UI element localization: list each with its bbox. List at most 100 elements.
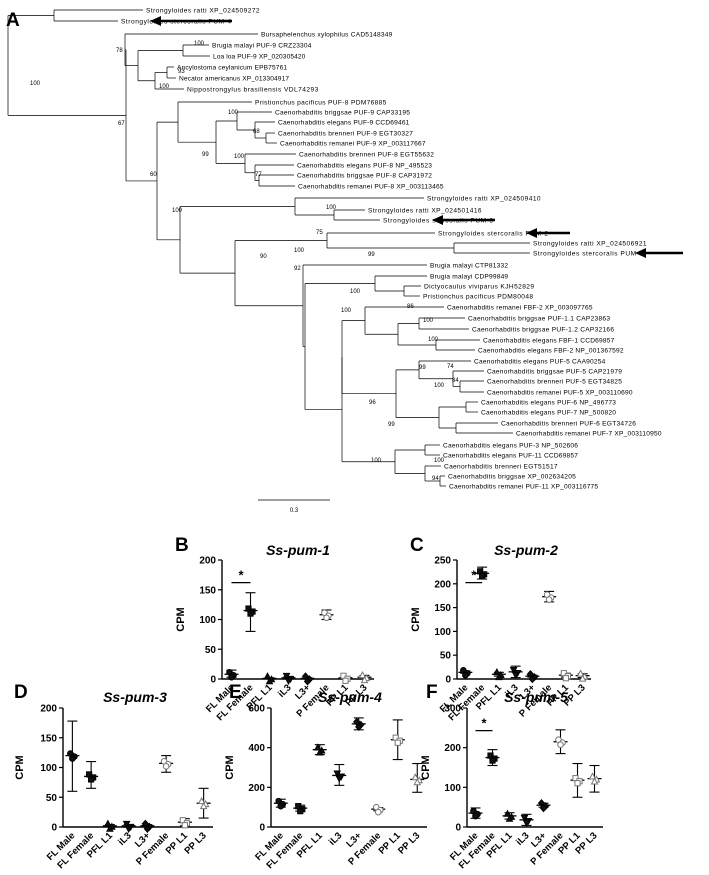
bootstrap-value: 74 [447,364,454,370]
triangle-down-marker [284,677,293,686]
tree-taxon-label: Caenorhabditis remanei FBF-2 XP_00309776… [447,304,593,311]
x-tick-label: iL3 [276,682,293,699]
data-point [587,764,602,793]
bootstrap-value: 100 [194,41,205,47]
tree-taxon-label: Strongyloides ratti XP_024501416 [368,207,482,214]
significance-star: * [481,716,487,731]
data-point [542,590,557,603]
tree-taxon-label: Caenorhabditis remanei PUF-9 XP_00311766… [280,140,426,147]
data-point [140,819,155,833]
square-marker [479,573,486,580]
triangle-marker [493,667,501,676]
triangle-marker [106,824,114,832]
tree-taxon-label: Caenorhabditis brenneri EGT51517 [444,463,558,470]
y-tick-label: 200 [199,556,216,567]
bootstrap-value: 100 [30,81,41,87]
bootstrap-value: 100 [341,308,352,314]
x-tick-label: PP L3 [396,830,422,856]
data-point [357,670,372,684]
tree-taxon-label: Caenorhabditis remanei PUF-5 XP_00311069… [487,389,633,396]
bootstrap-value: 100 [423,318,434,324]
data-point [575,669,590,682]
tree-taxon-label: Caenorhabditis briggsae PUF-1.1 CAP23863 [468,315,610,322]
tree-taxon-label: Strongyloides stercoralis PUM-2 [438,230,548,237]
open-square-marker [574,780,581,787]
triangle-marker [315,748,324,756]
tree-taxon-label: Strongyloides ratti XP_024509272 [146,7,260,14]
y-tick-label: 50 [46,793,58,804]
tree-taxon-label: Caenorhabditis remanei PUF-7 XP_00311095… [516,430,662,437]
open-triangle-marker [588,772,597,780]
tree-taxon-label: Pristionchus pacificus PUF-8 PDM76885 [255,99,387,106]
open-triangle-marker [360,675,369,684]
chart-title: Ss-pum-5 [504,689,568,705]
y-tick-label: 50 [205,645,217,656]
data-point [312,743,327,756]
diamond-marker [539,804,548,813]
triangle-down-marker [511,671,520,680]
triangle-marker [503,809,512,817]
y-tick-label: 0 [259,823,265,834]
significance-star: * [238,568,244,583]
tree-taxon-label: Caenorhabditis remanei PUF-11 XP_0031167… [449,483,598,490]
bootstrap-value: 100 [294,248,305,254]
triangle-down-marker [335,775,344,783]
open-square-marker [181,822,188,829]
y-axis-label: CPM [410,607,422,631]
arrow-icon [526,228,537,238]
data-point [273,797,288,810]
tree-taxon-label: Necator americanus XP_013304917 [179,75,289,82]
y-axis-label: CPM [175,607,187,631]
data-point [468,807,483,820]
tree-taxon-label: Caenorhabditis elegans FBF-1 CCD69857 [483,337,615,344]
data-point [351,717,366,732]
x-tick-label: iL3 [116,830,133,847]
y-tick-label: 0 [51,823,57,834]
bootstrap-value: 93 [178,69,185,75]
tree-taxon-label: Strongyloides stercoralis PUM-1 [533,250,643,257]
bootstrap-value: 100 [371,458,382,464]
bootstrap-value: 99 [388,422,395,428]
triangle-marker [495,672,503,681]
y-tick-label: 0 [455,823,461,834]
open-triangle-marker [199,801,208,810]
y-tick-label: 100 [40,763,57,774]
open-triangle-marker [413,778,422,786]
tree-taxon-label: Caenorhabditis elegans PUF-9 CCD69461 [278,119,410,126]
y-tick-label: 200 [434,579,451,590]
bootstrap-value: 100 [172,208,183,214]
bootstrap-value: 99 [368,252,375,258]
data-point [475,566,490,580]
bootstrap-value: 92 [294,266,301,272]
y-tick-label: 100 [444,783,461,794]
tree-taxon-label: Caenorhabditis elegans PUF-8 NP_495523 [297,162,432,169]
data-point [371,803,386,816]
open-circle-marker [557,741,564,749]
arrow-icon [635,248,646,258]
data-point [553,729,568,755]
tree-taxon-label: Caenorhabditis briggsae PUF-1.2 CAP32166 [472,326,614,333]
open-square-marker [562,675,569,682]
bootstrap-value: 96 [369,400,376,406]
circle-marker [277,802,285,810]
bootstrap-value: 94 [432,476,439,482]
tree-taxon-label: Caenorhabditis elegans FBF-2 NP_00136759… [478,347,624,354]
tree-taxon-label: Nippostrongylus brasiliensis VDL74293 [187,86,319,93]
data-point [502,809,517,822]
bootstrap-value: 75 [316,230,323,236]
open-triangle-marker [358,670,367,679]
chart-title: Ss-pum-2 [494,542,558,558]
data-point [196,787,211,819]
open-triangle-marker [576,669,585,677]
y-axis-label: CPM [14,755,26,779]
square-marker [88,776,95,783]
y-tick-label: 400 [248,743,265,754]
data-point [519,813,534,828]
bootstrap-value: 100 [434,383,445,389]
bootstrap-value: 99 [419,365,426,371]
